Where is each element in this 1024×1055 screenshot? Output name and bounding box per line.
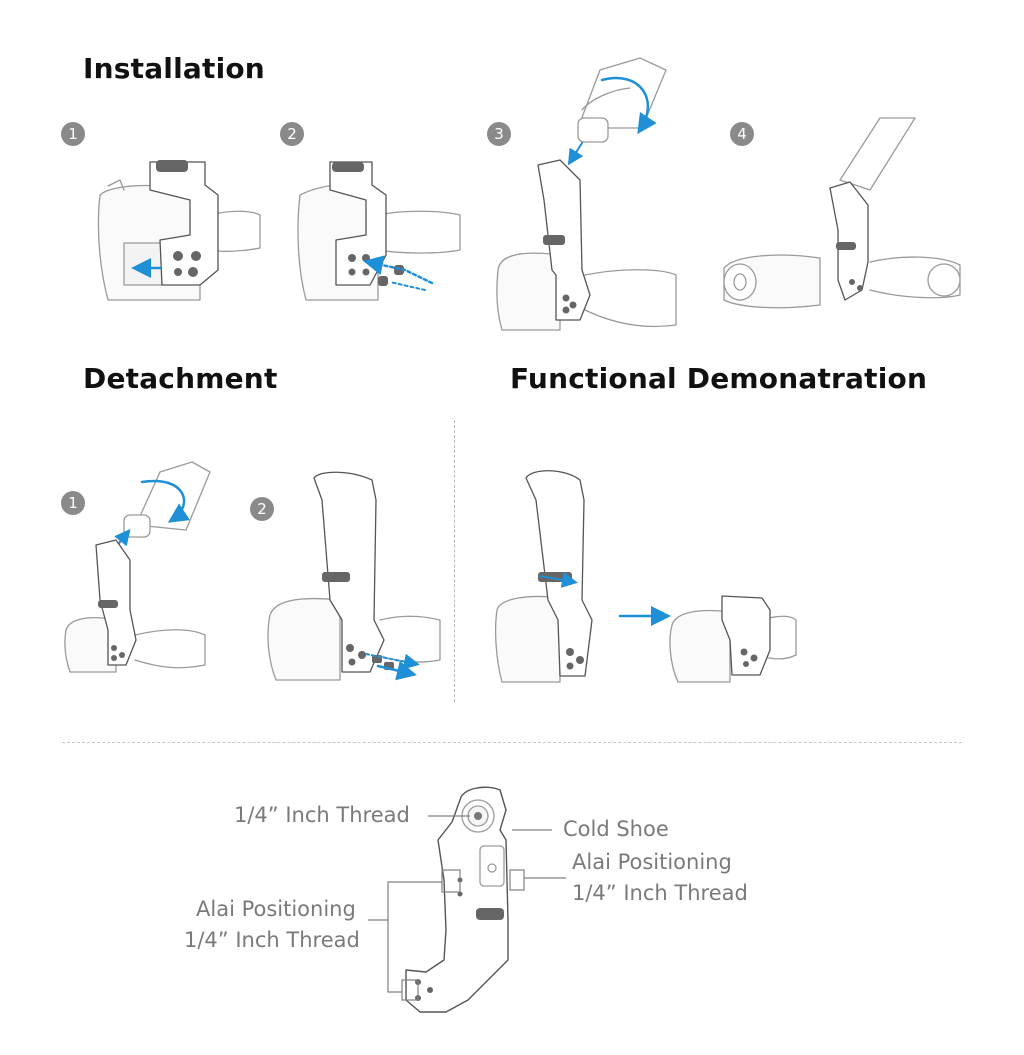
installation-heading: Installation: [83, 52, 265, 85]
detachment-heading: Detachment: [83, 362, 278, 395]
functional-demonstration-heading: Functional Demonatration: [510, 362, 928, 395]
horizontal-dashed-divider: [62, 742, 962, 743]
install-step-4-illustration: [723, 117, 961, 309]
install-step-4-badge: 4: [730, 122, 754, 146]
detach-step-2-badge: 2: [250, 497, 274, 521]
detach-step-1-illustration: [64, 461, 211, 673]
callout-quarter-inch-thread-left: 1/4” Inch Thread: [184, 928, 360, 952]
detach-step-1-badge: 1: [61, 491, 85, 515]
callout-alai-positioning-left: Alai Positioning: [196, 897, 356, 921]
install-step-1-illustration: [97, 160, 261, 301]
callout-quarter-inch-thread-top: 1/4” Inch Thread: [234, 803, 410, 827]
callout-quarter-inch-thread-right: 1/4” Inch Thread: [572, 881, 748, 905]
install-step-2-badge: 2: [280, 122, 304, 146]
bracket-detail-illustration: [405, 786, 509, 1013]
callout-cold-shoe: Cold Shoe: [563, 817, 669, 841]
install-step-3-badge: 3: [487, 122, 511, 146]
install-step-3-illustration: [496, 57, 677, 331]
detach-step-2-illustration: [267, 471, 441, 681]
install-step-2-illustration: [297, 161, 461, 301]
callout-alai-positioning-right: Alai Positioning: [572, 850, 732, 874]
vertical-dashed-divider: [454, 420, 455, 702]
functional-demonstration-illustration: [494, 470, 797, 683]
install-step-1-badge: 1: [61, 122, 85, 146]
callout-leader-lines: [368, 815, 566, 1001]
